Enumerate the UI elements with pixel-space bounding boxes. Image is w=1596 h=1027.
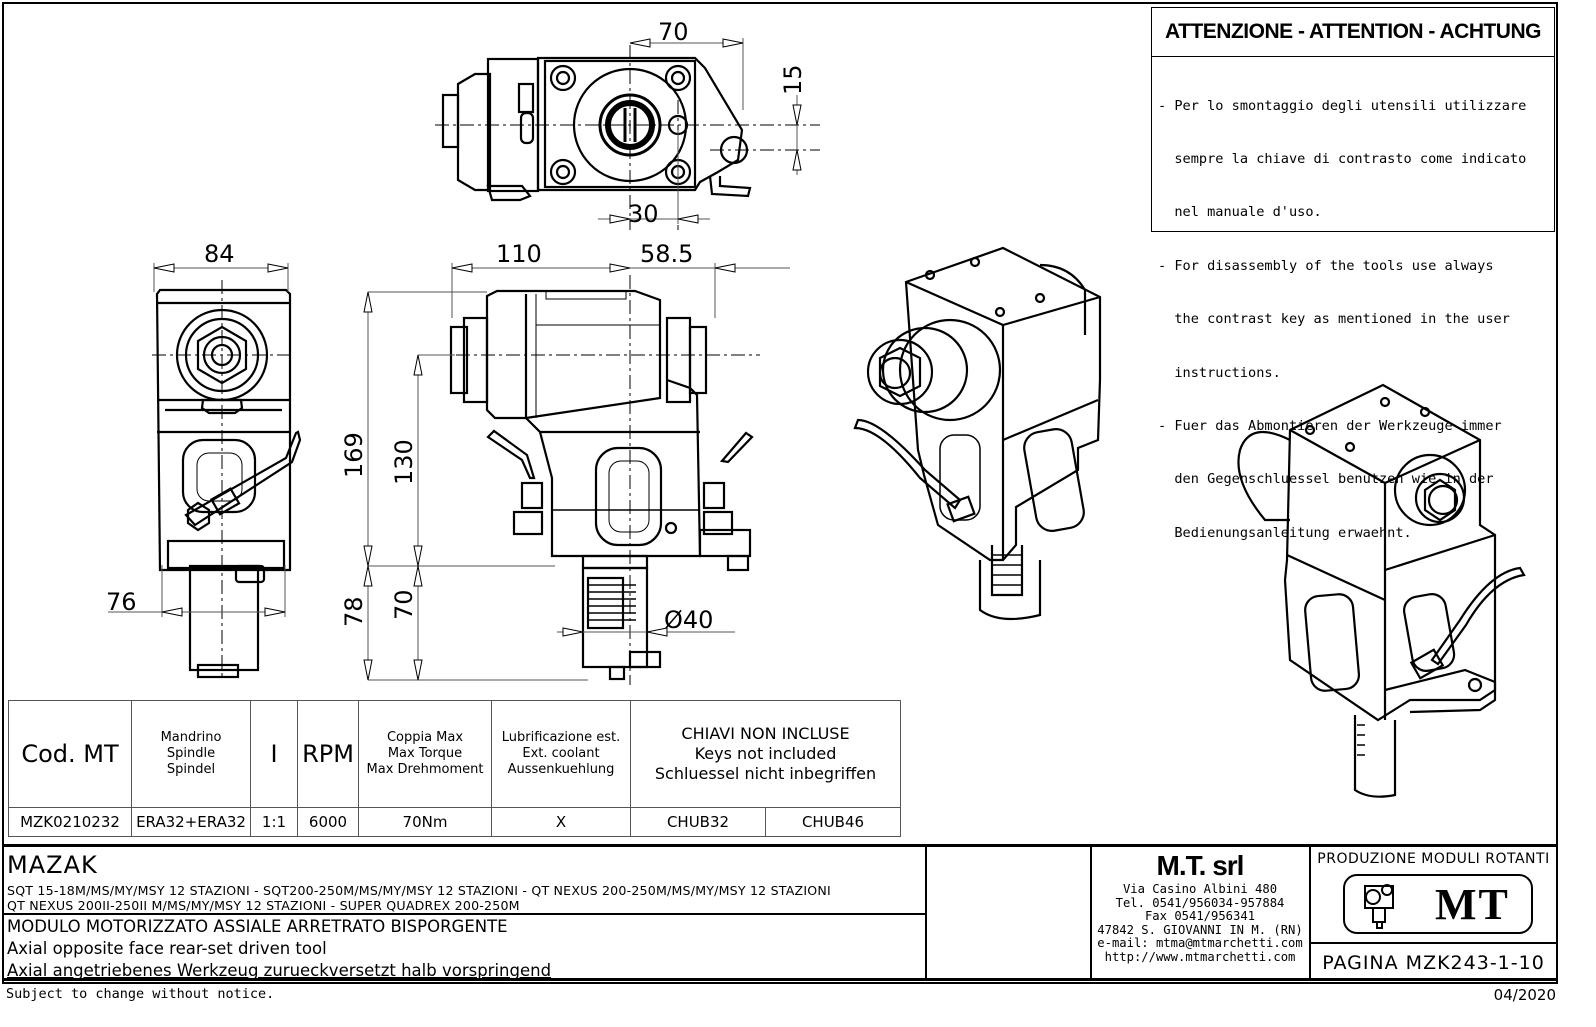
- header-coolant-it: Lubrificazione est.: [501, 730, 621, 745]
- side-view-dim-lines: [363, 263, 790, 681]
- title-block-blank: [927, 847, 1092, 978]
- dim-diameter-40: Ø40: [664, 606, 713, 634]
- warning-line: nel manuale d'uso.: [1158, 204, 1322, 221]
- company-address: Via Casino Albini 480: [1122, 882, 1278, 896]
- dim-78: 78: [340, 596, 368, 627]
- header-torque-it: Coppia Max: [386, 730, 464, 745]
- drawing-frame: [2, 2, 1558, 984]
- header-spindle-en: Spindle: [166, 746, 216, 761]
- cell-rpm: 6000: [297, 807, 359, 837]
- description-de: Axial angetriebenes Werkzeug zurueckvers…: [7, 961, 552, 980]
- cell-key2: CHUB46: [765, 807, 901, 837]
- brand-name: MAZAK: [7, 851, 98, 879]
- dim-169: 169: [340, 432, 368, 478]
- revision-date: 04/2020: [1493, 986, 1556, 1004]
- description-it: MODULO MOTORIZZATO ASSIALE ARRETRATO BIS…: [7, 917, 508, 936]
- header-coolant-de: Aussenkuehlung: [507, 762, 615, 777]
- header-keys: CHIAVI NON INCLUSE Keys not included Sch…: [630, 700, 901, 808]
- cell-torque: 70Nm: [358, 807, 492, 837]
- front-view: [155, 288, 302, 679]
- warning-line: Bedienungsanleitung erwaehnt.: [1158, 524, 1412, 541]
- header-rpm: RPM: [297, 700, 359, 808]
- warning-title: ATTENZIONE - ATTENTION - ACHTUNG: [1152, 8, 1554, 57]
- title-block-description: MAZAK SQT 15-18M/MS/MY/MSY 12 STAZIONI -…: [4, 847, 927, 980]
- top-view-dim-lines: [598, 38, 802, 224]
- isometric-view-front: [853, 246, 1102, 621]
- header-code: Cod. MT: [8, 700, 132, 808]
- machines-line-1: SQT 15-18M/MS/MY/MSY 12 STAZIONI - SQT20…: [7, 883, 831, 898]
- front-view-dim-lines: [108, 263, 289, 617]
- spec-table: Cod. MT Mandrino Spindle Spindel I RPM C…: [8, 700, 901, 837]
- dim-70-side: 70: [390, 589, 418, 620]
- dim-84: 84: [204, 240, 235, 268]
- dim-30: 30: [628, 200, 659, 228]
- company-info: M.T. srl Via Casino Albini 480 Tel. 0541…: [1091, 847, 1311, 978]
- warning-line: instructions.: [1158, 364, 1281, 381]
- header-coolant: Lubrificazione est. Ext. coolant Aussenk…: [491, 700, 631, 808]
- header-ratio: I: [250, 700, 298, 808]
- logo-caption: PRODUZIONE MODULI ROTANTI: [1317, 851, 1550, 867]
- side-view-centerlines: [431, 275, 760, 685]
- cell-coolant: X: [491, 807, 631, 837]
- dim-15: 15: [779, 64, 807, 95]
- company-name: M.T. srl: [1156, 850, 1245, 881]
- warning-body: - Per lo smontaggio degli utensili utili…: [1152, 57, 1554, 578]
- cell-code: MZK0210232: [8, 807, 132, 837]
- warning-box: ATTENZIONE - ATTENTION - ACHTUNG - Per l…: [1151, 7, 1555, 541]
- isometric-view-rear: [1237, 383, 1526, 798]
- cell-ratio: 1:1: [250, 807, 298, 837]
- machines-line-2: QT NEXUS 200II-250II M/MS/MY/MSY 12 STAZ…: [7, 898, 520, 913]
- company-city: 47842 S. GIOVANNI IN M. (RN): [1097, 922, 1303, 937]
- dim-58-5: 58.5: [640, 240, 693, 268]
- dim-76: 76: [106, 588, 137, 616]
- header-keys-it: CHIAVI NON INCLUSE: [681, 724, 850, 743]
- header-spindle-it: Mandrino: [160, 730, 222, 745]
- header-torque-de: Max Drehmoment: [366, 762, 484, 777]
- spec-header-row: Cod. MT Mandrino Spindle Spindel I RPM C…: [8, 700, 901, 808]
- top-view: [441, 56, 752, 202]
- header-keys-de: Schluessel nicht inbegriffen: [654, 764, 877, 783]
- header-keys-en: Keys not included: [694, 744, 837, 763]
- mt-logo: MT: [1343, 874, 1533, 934]
- company-tel: Tel. 0541/956034-957884: [1115, 895, 1285, 910]
- dim-70-top: 70: [658, 18, 689, 46]
- header-torque: Coppia Max Max Torque Max Drehmoment: [358, 700, 492, 808]
- warning-line: the contrast key as mentioned in the use…: [1158, 311, 1510, 328]
- header-torque-en: Max Torque: [387, 746, 463, 761]
- page-code: PAGINA MZK243-1-10: [1322, 952, 1545, 974]
- header-spindle: Mandrino Spindle Spindel: [131, 700, 251, 808]
- table-row: MZK0210232 ERA32+ERA32 1:1 6000 70Nm X C…: [8, 807, 901, 837]
- front-view-centerlines: [152, 280, 295, 680]
- warning-line: - Per lo smontaggio degli utensili utili…: [1158, 97, 1527, 114]
- company-email: e-mail: mtma@mtmarchetti.com: [1097, 936, 1303, 951]
- machine-compatibility: MAZAK SQT 15-18M/MS/MY/MSY 12 STAZIONI -…: [4, 847, 925, 915]
- warning-line: - For disassembly of the tools use alway…: [1158, 257, 1494, 274]
- dim-110: 110: [496, 240, 542, 268]
- company-web: http://www.mtmarchetti.com: [1104, 949, 1296, 964]
- company-fax: Fax 0541/956341: [1144, 909, 1256, 924]
- cell-key1: CHUB32: [630, 807, 766, 837]
- warning-line: den Gegenschluessel benutzen wie in der: [1158, 471, 1494, 488]
- logo-block: PRODUZIONE MODULI ROTANTI MT PAGINA MZK2…: [1310, 847, 1557, 978]
- side-view: [449, 289, 754, 681]
- title-block: MAZAK SQT 15-18M/MS/MY/MSY 12 STAZIONI -…: [4, 844, 1557, 981]
- disclaimer: Subject to change without notice.: [6, 986, 275, 1002]
- warning-line: sempre la chiave di contrasto come indic…: [1158, 150, 1527, 167]
- warning-line: - Fuer das Abmontieren der Werkzeuge imm…: [1158, 417, 1502, 434]
- header-coolant-en: Ext. coolant: [522, 746, 600, 761]
- rotary-module-icon: [1364, 884, 1394, 929]
- dim-130: 130: [390, 439, 418, 485]
- header-spindle-de: Spindel: [166, 762, 216, 777]
- cell-spindle: ERA32+ERA32: [131, 807, 251, 837]
- logo-text: MT: [1435, 880, 1510, 929]
- description-en: Axial opposite face rear-set driven tool: [7, 939, 327, 958]
